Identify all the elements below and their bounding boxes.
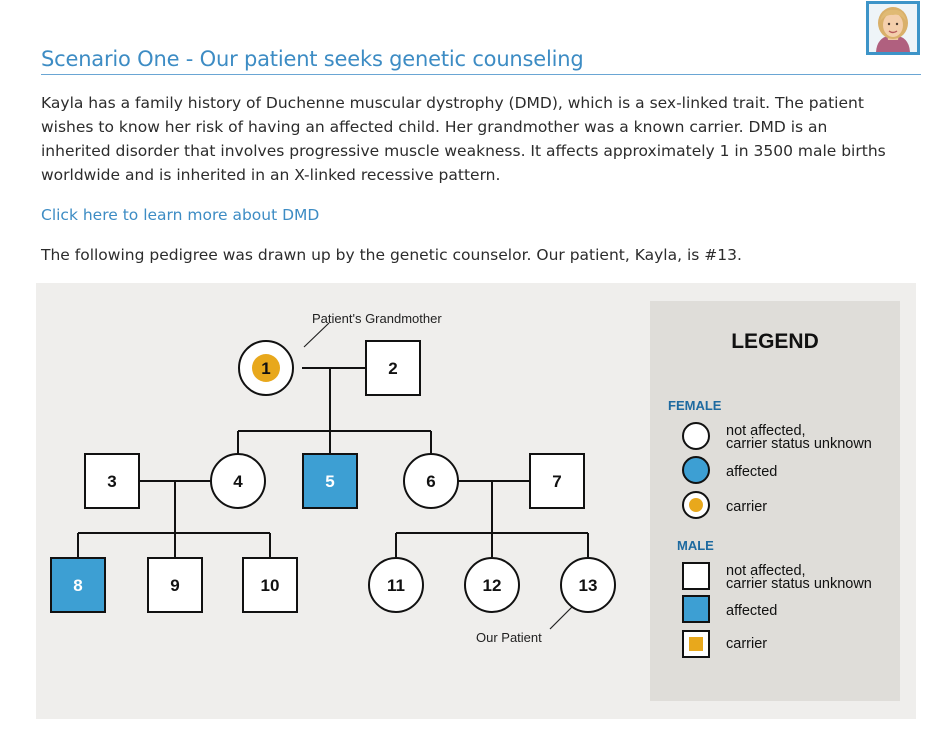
individual-label: 13 (579, 576, 598, 595)
individual-label: 5 (325, 472, 334, 491)
legend-male-heading: MALE (677, 538, 714, 553)
individual-1: 1 (238, 340, 294, 396)
individual-10: 10 (242, 557, 298, 613)
individual-label: 11 (387, 576, 405, 595)
individual-13: 13 (560, 557, 616, 613)
individual-5: 5 (302, 453, 358, 509)
grandmother-label: Patient's Grandmother (312, 311, 442, 326)
pedigree-lines (77, 367, 589, 557)
individual-6: 6 (403, 453, 459, 509)
page-title: Scenario One - Our patient seeks genetic… (41, 47, 584, 71)
legend-male-carrier-symbol (682, 630, 710, 658)
legend-female-unaffected-symbol (682, 422, 710, 450)
individual-12: 12 (464, 557, 520, 613)
learn-more-dmd-link[interactable]: Click here to learn more about DMD (41, 206, 320, 224)
grandmother-pointer (303, 322, 330, 348)
individual-label: 3 (107, 472, 116, 491)
legend-label: not affected, (726, 563, 806, 579)
individual-label: 6 (426, 472, 435, 491)
patient-pointer (549, 604, 575, 630)
individual-label: 9 (170, 576, 179, 595)
legend-label: carrier (726, 499, 767, 515)
title-divider (41, 74, 921, 75)
individual-label: 8 (73, 576, 82, 595)
legend-label: affected (726, 464, 777, 480)
legend-label: affected (726, 603, 777, 619)
individual-label: 4 (233, 472, 243, 491)
patient-label: Our Patient (476, 630, 542, 645)
avatar[interactable] (866, 1, 920, 55)
legend-title: LEGEND (731, 330, 819, 353)
legend-female-heading: FEMALE (668, 398, 722, 413)
legend-label-line2: carrier status unknown (726, 436, 872, 452)
individual-label: 12 (483, 576, 502, 595)
individual-7: 7 (529, 453, 585, 509)
individual-label: 7 (552, 472, 561, 491)
legend-label-line2: carrier status unknown (726, 576, 872, 592)
individual-label: 10 (261, 576, 280, 595)
legend-label: not affected, (726, 423, 806, 439)
individual-4: 4 (210, 453, 266, 509)
individual-11: 11 (368, 557, 424, 613)
pedigree-note: The following pedigree was drawn up by t… (41, 246, 742, 264)
legend-female-carrier-symbol (682, 491, 710, 519)
legend-male-unaffected-symbol (682, 562, 710, 590)
legend-female-affected-symbol (682, 456, 710, 484)
individual-8: 8 (50, 557, 106, 613)
legend-male-affected-symbol (682, 595, 710, 623)
legend-items: not affected,carrier status unknownaffec… (682, 422, 872, 658)
individual-label: 1 (261, 359, 270, 378)
legend-label: carrier (726, 636, 767, 652)
individual-label: 2 (388, 359, 397, 378)
individual-3: 3 (84, 453, 140, 509)
intro-paragraph: Kayla has a family history of Duchenne m… (41, 94, 886, 184)
individual-9: 9 (147, 557, 203, 613)
individual-2: 2 (365, 340, 421, 396)
woman-portrait-icon (869, 4, 917, 52)
